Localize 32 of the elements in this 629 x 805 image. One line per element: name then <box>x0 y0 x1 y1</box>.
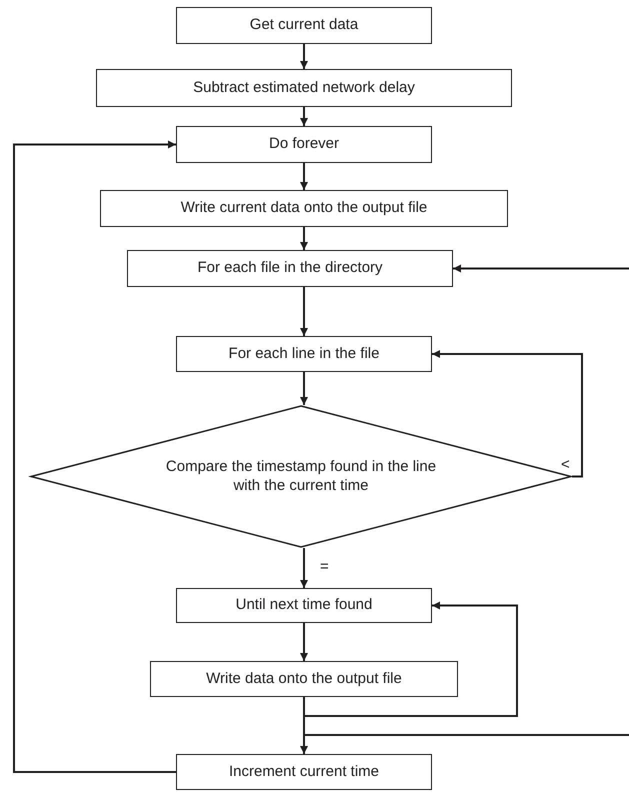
arrow <box>13 140 176 773</box>
process-box <box>176 7 432 44</box>
process-box <box>150 661 458 697</box>
arrow <box>300 372 308 405</box>
arrow <box>300 163 308 190</box>
node-text: Write current data onto the output file <box>180 199 428 218</box>
node-text: Get current data <box>250 16 358 35</box>
arrow <box>300 107 308 126</box>
process-box <box>176 588 432 623</box>
arrow <box>453 264 629 272</box>
arrow <box>300 227 308 250</box>
node-text: Write data onto the output file <box>206 670 402 688</box>
node-text: For each file in the directory <box>197 259 383 278</box>
decision-diamond <box>30 405 572 548</box>
process-box <box>100 190 508 227</box>
node-text: Compare the timestamp found in the line with the current time <box>164 458 438 496</box>
process-box <box>176 126 432 163</box>
process-box <box>176 336 432 372</box>
arrow <box>300 287 308 336</box>
arrow <box>300 44 308 69</box>
process-box <box>96 69 512 107</box>
arrow <box>303 602 518 717</box>
arrow <box>432 350 583 478</box>
node-text: Until next time found <box>236 596 372 615</box>
arrow <box>300 623 308 661</box>
arrow <box>300 548 308 588</box>
node-text: Increment current time <box>228 762 380 782</box>
node-text: Do forever <box>268 135 340 154</box>
node-text: Subtract estimated network delay <box>193 78 415 98</box>
node-text: For each line in the file <box>228 344 380 364</box>
process-box <box>127 250 453 287</box>
process-box <box>176 754 432 790</box>
